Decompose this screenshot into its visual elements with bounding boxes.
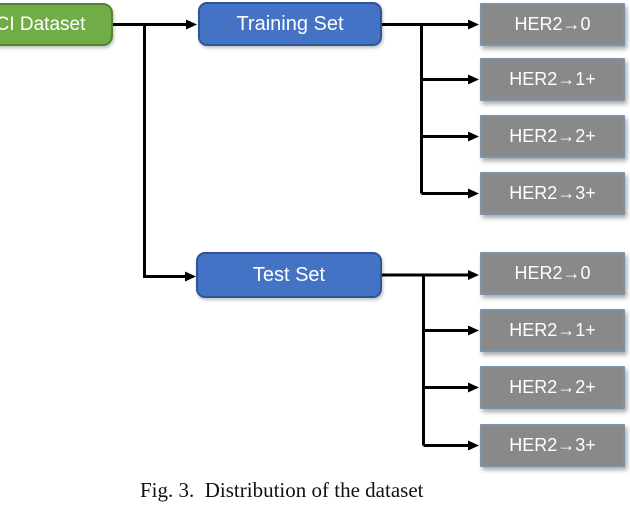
training-her2-3-node: HER2→3+ [480, 172, 625, 215]
arrowhead-icon [468, 440, 479, 451]
edge-dataset-test [143, 24, 196, 282]
edge-line [143, 24, 186, 278]
edge-training-her2-3 [421, 188, 479, 199]
figure-caption: Fig. 3. Distribution of the dataset [140, 478, 424, 502]
arrowhead-icon [186, 19, 197, 30]
test-her2-0-node: HER2→0 [480, 252, 625, 295]
arrowhead-icon [468, 188, 479, 199]
edge-training-her2-1 [421, 74, 479, 85]
edge-dataset-training [113, 19, 197, 30]
test-her2-1-node: HER2→1+ [480, 309, 625, 352]
test-her2-2-node: HER2→2+ [480, 366, 625, 409]
training-her2-1-node: HER2→1+ [480, 58, 625, 101]
training-her2-0-node: HER2→0 [480, 3, 625, 46]
arrowhead-icon [468, 382, 479, 393]
edge-test-her2-2 [423, 382, 479, 393]
node-label: HER2→2+ [509, 126, 596, 146]
arrowhead-icon [185, 271, 196, 282]
dataset-node: CI Dataset [0, 3, 113, 46]
arrowhead-icon [468, 74, 479, 85]
node-label: HER2→2+ [509, 377, 596, 397]
node-label: HER2→3+ [509, 183, 596, 203]
edge-training-her2-2 [421, 131, 479, 142]
arrowhead-icon [468, 19, 479, 30]
node-label: HER2→0 [514, 14, 591, 34]
node-label: HER2→0 [514, 263, 591, 283]
test-her2-3-node: HER2→3+ [480, 424, 625, 467]
node-label: HER2→1+ [509, 320, 596, 340]
node-label: HER2→3+ [509, 435, 596, 455]
training-her2-2-node: HER2→2+ [480, 115, 625, 158]
edge-training-her2-0 [382, 19, 479, 30]
dataset-node-label: CI Dataset [0, 13, 86, 35]
test-set-node: Test Set [196, 252, 382, 298]
training-set-node: Training Set [198, 2, 382, 46]
edge-test-her2-0 [382, 270, 479, 280]
test-set-label: Test Set [252, 263, 326, 286]
arrowhead-icon [468, 325, 479, 336]
training-set-label: Training Set [236, 12, 344, 35]
arrowhead-icon [468, 131, 479, 142]
arrowhead-icon [468, 270, 479, 280]
edge-test-her2-1 [423, 325, 479, 336]
node-label: HER2→1+ [509, 69, 596, 89]
edge-test-her2-3 [423, 440, 479, 451]
